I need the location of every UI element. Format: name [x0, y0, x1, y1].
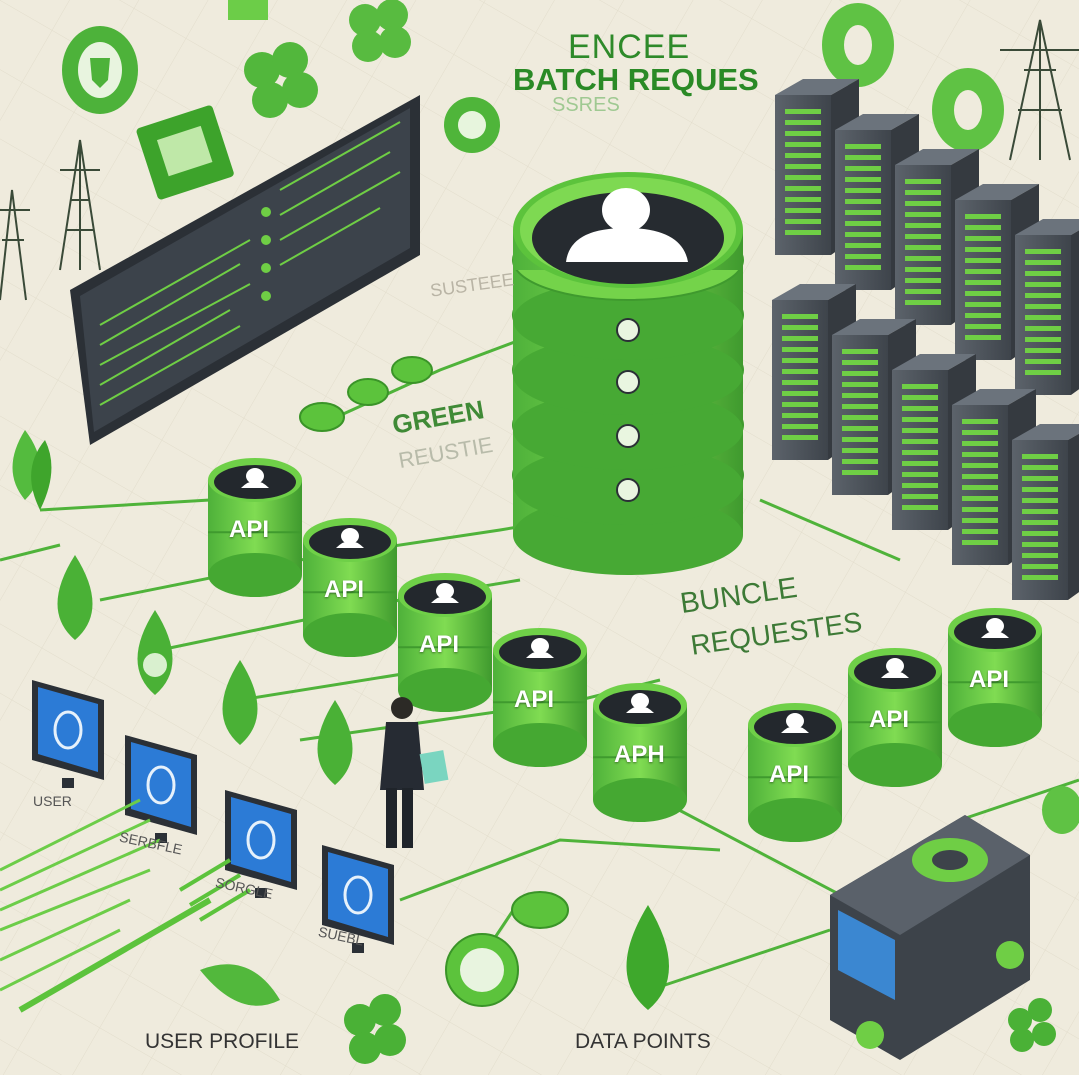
- user-monitors: [32, 680, 394, 953]
- truck-icon: [830, 815, 1030, 1060]
- api-cylinder: [848, 648, 942, 787]
- api-label: API: [514, 686, 555, 713]
- clover-icon-2: [349, 0, 411, 62]
- user-icon: [241, 468, 269, 488]
- user-icon: [981, 618, 1009, 638]
- api-label: API: [229, 516, 270, 543]
- grass-decor: [0, 798, 161, 992]
- leaf-icon: [31, 440, 52, 510]
- tick-icon: [228, 0, 268, 20]
- api-label: API: [419, 631, 460, 658]
- user-icon: [526, 638, 554, 658]
- ring-icon: [1042, 786, 1079, 834]
- monitor-code-lines: [99, 121, 401, 406]
- database-icon: [512, 172, 744, 575]
- user-icon: [336, 528, 364, 548]
- power-tower-icon: [0, 19, 1079, 301]
- clover-icon: [1008, 998, 1056, 1052]
- api-cylinder: [493, 628, 587, 767]
- line-bottom-3: [649, 928, 831, 992]
- server-icon: [1012, 424, 1079, 600]
- drop-icon: [626, 905, 669, 1010]
- user-icon: [566, 188, 688, 262]
- monitor-icon: [225, 790, 297, 898]
- server-racks: [772, 79, 1079, 600]
- clover-icon: [244, 42, 318, 118]
- db-node-icon: [616, 370, 640, 394]
- api-cylinder: [398, 573, 492, 712]
- api-cylinders: [208, 458, 1042, 842]
- user-icon: [781, 713, 809, 733]
- line-edge: [0, 543, 61, 562]
- screen-icon: [136, 105, 234, 200]
- shield-icon: [62, 26, 138, 114]
- dashboard-monitor: [70, 95, 420, 445]
- user-icon: [626, 693, 654, 713]
- fork-icon: [18, 897, 212, 1013]
- api-label: API: [869, 706, 910, 733]
- line-left-1: [39, 498, 211, 512]
- bottom-decor: [0, 786, 1079, 1064]
- db-node-icon: [616, 318, 640, 342]
- drop-icons: [12, 430, 669, 1010]
- leaf-icon: [200, 964, 280, 1006]
- drop-icon: [222, 660, 258, 745]
- api-label: API: [324, 576, 365, 603]
- clover-icon: [344, 994, 406, 1064]
- title-label: BATCH REQUES: [513, 62, 759, 97]
- top-decor-icons: [62, 0, 1004, 200]
- api-cylinder: [948, 608, 1042, 747]
- db-node-icon: [616, 424, 640, 448]
- api-cylinder: [208, 458, 302, 597]
- user-caption: USER: [33, 793, 72, 809]
- user-profile-label: USER PROFILE: [145, 1030, 300, 1053]
- server-icon: [1015, 219, 1079, 395]
- line-right: [759, 498, 901, 562]
- api-label: API: [769, 761, 810, 788]
- data-points-label: DATA POINTS: [575, 1030, 711, 1053]
- user-icon: [431, 583, 459, 603]
- api-label: APH: [614, 741, 665, 768]
- monitor-icon: [322, 845, 394, 953]
- title-sub-label: SSRES: [552, 94, 620, 116]
- person-icon: [380, 697, 449, 848]
- user-icon: [881, 658, 909, 678]
- drop-badge-icon: [444, 97, 500, 153]
- drop-icon: [57, 555, 93, 640]
- api-cylinder: [303, 518, 397, 657]
- ring-icon: [822, 3, 1004, 152]
- api-cylinder: [748, 703, 842, 842]
- api-label: API: [969, 666, 1010, 693]
- monitor-icon: [125, 735, 197, 843]
- drop-icon: [317, 700, 353, 785]
- line-bottom-1: [399, 838, 721, 902]
- monitor-icon: [32, 680, 104, 788]
- api-cylinder: [593, 683, 687, 822]
- db-node-icon: [616, 478, 640, 502]
- line-truck: [659, 798, 851, 902]
- gauge-icon: [460, 948, 504, 992]
- drop-icon: [137, 610, 173, 695]
- title-top-label: ENCEE: [568, 28, 691, 66]
